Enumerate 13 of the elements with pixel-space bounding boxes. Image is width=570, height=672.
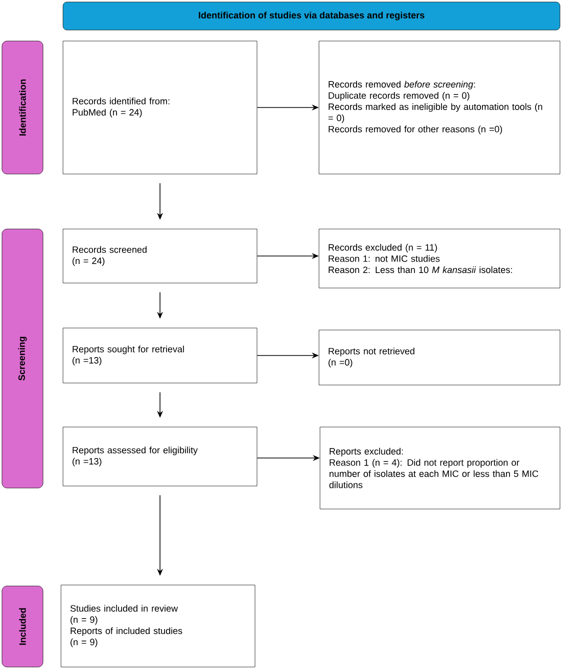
process-box: Reports sought for retrieval (n =13) (62, 328, 258, 384)
phase-label: Screening (2, 228, 44, 488)
process-box: Reports excluded: Reason 1 (n = 4): Did not report proportion or number of isolates at each MIC or less than 5 MIC dilutions (320, 426, 560, 510)
process-box: Studies included in review (n = 9) Reports of included studies (n = 9) (60, 584, 256, 668)
header-band: Identification of studies via databases and registers (62, 2, 560, 30)
process-box: Reports assessed for eligibility (n =13) (62, 426, 258, 486)
process-box: Records screened (n = 24) (62, 228, 258, 284)
process-box: Reports not retrieved (n =0) (318, 330, 560, 386)
process-box: Records identified from: PubMed (n = 24) (62, 40, 258, 174)
phase-label: Included (2, 586, 44, 668)
process-box: Records removed before screening: Duplicate records removed (n = 0) Records marked as ineligible by automation tools (n = 0) Records removed for other reasons (n =0) (318, 40, 560, 174)
phase-label: Identification (2, 40, 44, 174)
process-box: Records excluded (n = 11) Reason 1: not MIC studies Reason 2: Less than 10 M kansasii isolates: (318, 228, 560, 288)
